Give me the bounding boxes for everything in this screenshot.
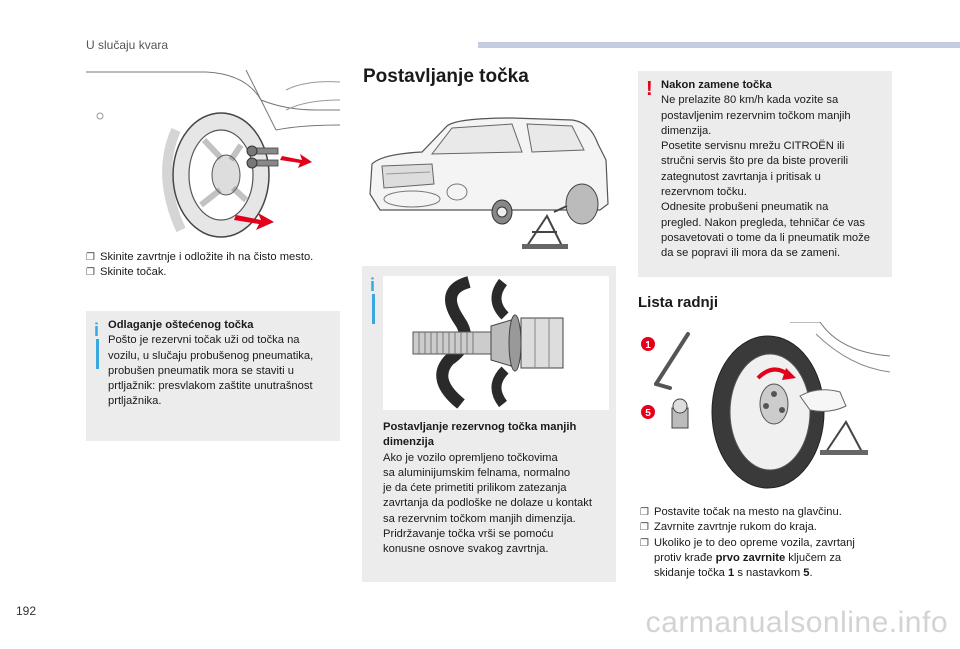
section-header: U slučaju kvara [86, 38, 169, 52]
warning-box-text: Nakon zamene točka Ne prelazite 80 km/h … [661, 79, 870, 260]
page-title: Postavljanje točka [363, 66, 529, 87]
callout-1: 1 [645, 340, 651, 351]
wheel-fitting-illustration: 1 5 [640, 322, 890, 492]
info-box-damaged-wheel: i [86, 311, 340, 441]
list-item-line: protiv krađe prvo zavrnite ključem za [654, 551, 842, 564]
list-item-line: skidanje točka 1 s nastavkom 5. [654, 567, 813, 580]
right-bullet-list: ❐Postavite točak na mesto na glavčinu. ❐… [640, 505, 900, 581]
callout-5: 5 [645, 408, 651, 419]
section-subtitle: Lista radnji [638, 294, 719, 311]
list-item: ❐ Ukoliko je to deo opreme vozila, zavrt… [640, 536, 900, 582]
left-bullet-list: ❐Skinite zavrtnje i odložite ih na čisto… [86, 250, 346, 281]
wheel-removal-illustration [86, 70, 340, 238]
bolt-detail-illustration [383, 276, 609, 410]
warning-box-after-change: ! [638, 71, 892, 277]
page-number: 192 [16, 604, 37, 618]
check-box-icon: ❐ [86, 267, 95, 279]
info-icon: i [94, 320, 100, 340]
car-on-jack-illustration [362, 104, 616, 256]
info-box-spare-wheel-text: Postavljanje rezervnog točka manjih dime… [383, 421, 592, 556]
info-icon: i [370, 275, 376, 295]
list-item: ❐Zavrnite zavrtnje rukom do kraja. [640, 520, 900, 535]
watermark: carmanualsonline.info [645, 606, 948, 639]
list-item: ❐Postavite točak na mesto na glavčinu. [640, 505, 900, 520]
info-box-damaged-wheel-text: Odlaganje oštećenog točka Pošto je rezer… [108, 319, 314, 408]
check-box-icon: ❐ [640, 507, 649, 518]
list-item: ❐Skinite zavrtnje i odložite ih na čisto… [86, 250, 346, 265]
check-box-icon: ❐ [640, 537, 649, 549]
check-box-icon: ❐ [640, 522, 649, 534]
header-bar [478, 42, 960, 48]
check-box-icon: ❐ [86, 252, 95, 263]
exclamation-icon: ! [646, 78, 653, 100]
info-bar [372, 294, 375, 324]
list-item: ❐Skinite točak. [86, 265, 346, 280]
info-bar [96, 339, 99, 369]
